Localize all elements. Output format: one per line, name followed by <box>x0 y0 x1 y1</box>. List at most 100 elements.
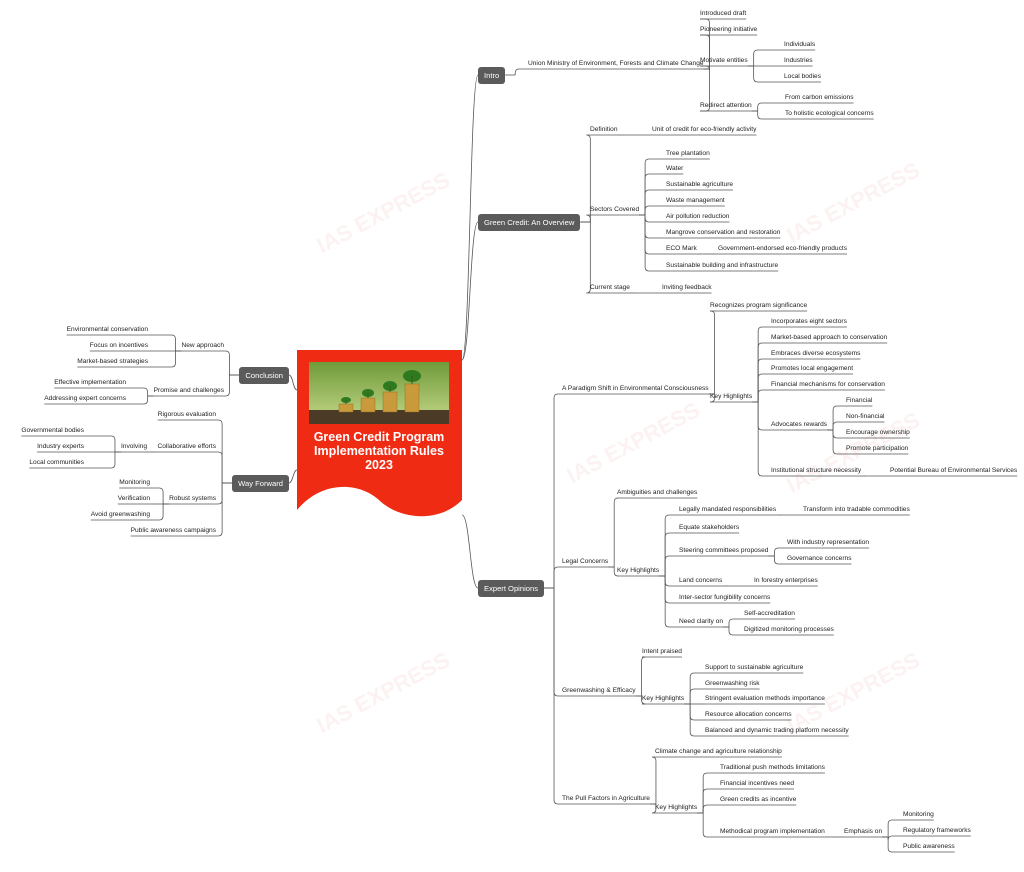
node-incorporates-eight-sectors[interactable]: Incorporates eight sectors <box>771 318 847 325</box>
node-transform-into-tradable-commodities[interactable]: Transform into tradable commodities <box>803 506 910 513</box>
node-eco-mark[interactable]: ECO Mark <box>666 245 697 252</box>
node-union-ministry-of-environment-forests-and-climate-change[interactable]: Union Ministry of Environment, Forests a… <box>528 60 704 67</box>
node-need-clarity-on[interactable]: Need clarity on <box>679 618 723 625</box>
node-monitoring[interactable]: Monitoring <box>903 811 934 818</box>
node-industries[interactable]: Industries <box>784 57 813 64</box>
node-verification[interactable]: Verification <box>117 495 150 502</box>
node-advocates-rewards[interactable]: Advocates rewards <box>771 421 828 428</box>
node-green-credits-as-incentive[interactable]: Green credits as incentive <box>720 796 797 803</box>
branch-way-forward[interactable]: Way Forward <box>232 474 289 492</box>
branch-green-credit-an-overview[interactable]: Green Credit: An Overview <box>478 213 581 231</box>
central-topic[interactable]: Green Credit Program Implementation Rule… <box>297 350 462 525</box>
node-methodical-program-implementation[interactable]: Methodical program implementation <box>720 828 825 835</box>
node-key-highlights[interactable]: Key Highlights <box>655 804 698 811</box>
node-equate-stakeholders[interactable]: Equate stakeholders <box>679 524 740 531</box>
node-traditional-push-methods-limitations[interactable]: Traditional push methods limitations <box>720 764 825 771</box>
node-emphasis-on[interactable]: Emphasis on <box>844 828 883 835</box>
node-financial-mechanisms-for-conservation[interactable]: Financial mechanisms for conservation <box>771 381 885 388</box>
node-market-based-strategies[interactable]: Market-based strategies <box>77 358 148 365</box>
node-definition[interactable]: Definition <box>590 126 618 133</box>
node-governmental-bodies[interactable]: Governmental bodies <box>21 427 84 434</box>
node-financial[interactable]: Financial <box>846 397 873 404</box>
node-government-endorsed-eco-friendly-products[interactable]: Government-endorsed eco-friendly product… <box>718 245 848 252</box>
branch-expert-opinions[interactable]: Expert Opinions <box>478 579 545 597</box>
node-air-pollution-reduction[interactable]: Air pollution reduction <box>666 213 730 220</box>
node-non-financial[interactable]: Non-financial <box>846 413 885 420</box>
node-from-carbon-emissions[interactable]: From carbon emissions <box>785 94 854 101</box>
node-market-based-approach-to-conservation[interactable]: Market-based approach to conservation <box>771 334 888 341</box>
node-promise-and-challenges[interactable]: Promise and challenges <box>153 387 224 394</box>
node-potential-bureau-of-environmental-services[interactable]: Potential Bureau of Environmental Servic… <box>890 467 1018 474</box>
node-land-concerns[interactable]: Land concerns <box>679 577 723 584</box>
node-self-accreditation[interactable]: Self-accreditation <box>744 610 795 617</box>
node-in-forestry-enterprises[interactable]: In forestry enterprises <box>754 577 818 584</box>
node-inter-sector-fungibility-concerns[interactable]: Inter-sector fungibility concerns <box>679 594 771 601</box>
node-greenwashing-efficacy[interactable]: Greenwashing & Efficacy <box>562 687 636 694</box>
node-key-highlights[interactable]: Key Highlights <box>710 393 753 400</box>
node-introduced-draft[interactable]: Introduced draft <box>700 10 747 17</box>
node-public-awareness-campaigns[interactable]: Public awareness campaigns <box>130 527 216 534</box>
node-sectors-covered[interactable]: Sectors Covered <box>590 206 640 213</box>
node-new-approach[interactable]: New approach <box>181 342 224 349</box>
node-focus-on-incentives[interactable]: Focus on incentives <box>89 342 148 349</box>
node-ambiguities-and-challenges[interactable]: Ambiguities and challenges <box>617 489 698 496</box>
node-effective-implementation[interactable]: Effective implementation <box>54 379 126 386</box>
node-key-highlights[interactable]: Key Highlights <box>642 695 685 702</box>
node-promotes-local-engagement[interactable]: Promotes local engagement <box>771 365 854 372</box>
node-local-communities[interactable]: Local communities <box>29 459 84 466</box>
connector-line <box>150 504 164 521</box>
node-involving[interactable]: Involving <box>120 443 147 450</box>
node-support-to-sustainable-agriculture[interactable]: Support to sustainable agriculture <box>705 664 804 671</box>
node-water[interactable]: Water <box>666 165 684 172</box>
node-the-pull-factors-in-agriculture[interactable]: The Pull Factors in Agriculture <box>562 795 650 802</box>
node-legal-concerns[interactable]: Legal Concerns <box>562 558 609 565</box>
node-current-stage[interactable]: Current stage <box>590 284 630 291</box>
branch-intro[interactable]: Intro <box>478 66 506 84</box>
node-key-highlights[interactable]: Key Highlights <box>617 567 660 574</box>
node-mangrove-conservation-and-restoration[interactable]: Mangrove conservation and restoration <box>666 229 781 236</box>
node-local-bodies[interactable]: Local bodies <box>784 73 822 80</box>
node-legally-mandated-responsibilities[interactable]: Legally mandated responsibilities <box>679 506 777 513</box>
node-promote-participation[interactable]: Promote participation <box>846 445 909 452</box>
node-with-industry-representation[interactable]: With industry representation <box>787 539 870 546</box>
node-monitoring[interactable]: Monitoring <box>119 479 150 486</box>
node-environmental-conservation[interactable]: Environmental conservation <box>66 326 148 333</box>
node-motivate-entities[interactable]: Motivate entities <box>700 57 748 64</box>
node-inviting-feedback[interactable]: Inviting feedback <box>662 284 712 291</box>
node-collaborative-efforts[interactable]: Collaborative efforts <box>157 443 216 450</box>
node-unit-of-credit-for-eco-friendly-activity[interactable]: Unit of credit for eco-friendly activity <box>652 126 757 133</box>
node-individuals[interactable]: Individuals <box>784 41 816 48</box>
node-sustainable-building-and-infrastructure[interactable]: Sustainable building and infrastructure <box>666 262 779 269</box>
node-greenwashing-risk[interactable]: Greenwashing risk <box>705 680 760 687</box>
node-recognizes-program-significance[interactable]: Recognizes program significance <box>710 302 808 309</box>
node-financial-incentives-need[interactable]: Financial incentives need <box>720 780 795 787</box>
node-stringent-evaluation-methods-importance[interactable]: Stringent evaluation methods importance <box>705 695 825 702</box>
node-institutional-structure-necessity[interactable]: Institutional structure necessity <box>771 467 862 474</box>
node-public-awareness[interactable]: Public awareness <box>903 843 955 850</box>
node-waste-management[interactable]: Waste management <box>666 197 725 204</box>
node-regulatory-frameworks[interactable]: Regulatory frameworks <box>903 827 971 834</box>
node-rigorous-evaluation[interactable]: Rigorous evaluation <box>157 411 216 418</box>
node-avoid-greenwashing[interactable]: Avoid greenwashing <box>90 511 150 518</box>
node-governance-concerns[interactable]: Governance concerns <box>787 555 852 562</box>
connector-line <box>224 350 230 375</box>
node-tree-plantation[interactable]: Tree plantation <box>666 150 710 157</box>
node-climate-change-and-agriculture-relationship[interactable]: Climate change and agriculture relations… <box>655 748 782 755</box>
node-encourage-ownership[interactable]: Encourage ownership <box>846 429 910 436</box>
node-a-paradigm-shift-in-environmental-consciousness[interactable]: A Paradigm Shift in Environmental Consci… <box>562 385 709 392</box>
connector-line <box>664 576 679 604</box>
node-resource-allocation-concerns[interactable]: Resource allocation concerns <box>705 711 792 718</box>
node-balanced-and-dynamic-trading-platform-necessity[interactable]: Balanced and dynamic trading platform ne… <box>705 727 849 734</box>
node-steering-committees-proposed[interactable]: Steering committees proposed <box>679 547 769 554</box>
node-addressing-expert-concerns[interactable]: Addressing expert concerns <box>44 395 126 402</box>
node-industry-experts[interactable]: Industry experts <box>37 443 84 450</box>
node-redirect-attention[interactable]: Redirect attention <box>700 102 752 109</box>
node-intent-praised[interactable]: Intent praised <box>642 648 682 655</box>
branch-conclusion[interactable]: Conclusion <box>239 366 289 384</box>
node-sustainable-agriculture[interactable]: Sustainable agriculture <box>666 181 734 188</box>
node-pioneering-initiative[interactable]: Pioneering initiative <box>700 26 758 33</box>
node-embraces-diverse-ecosystems[interactable]: Embraces diverse ecosystems <box>771 350 861 357</box>
node-digitized-monitoring-processes[interactable]: Digitized monitoring processes <box>744 626 834 633</box>
node-to-holistic-ecological-concerns[interactable]: To holistic ecological concerns <box>785 110 874 117</box>
node-robust-systems[interactable]: Robust systems <box>169 495 216 502</box>
